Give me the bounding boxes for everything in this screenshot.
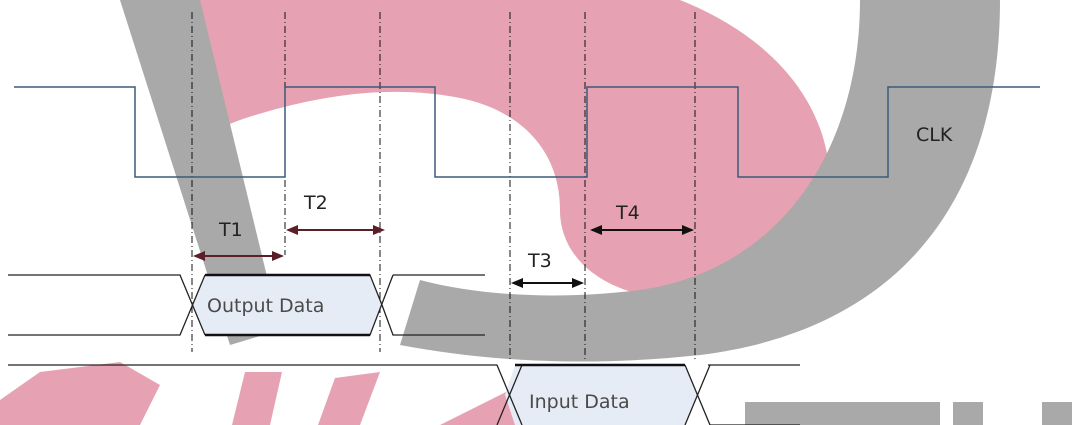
reference-lines — [191, 12, 696, 362]
input-data-bus: Input Data — [8, 363, 800, 425]
watermark-gray-arc — [400, 0, 1000, 362]
watermark-red-lower-mid — [232, 372, 282, 425]
watermark-red-lower-left — [0, 362, 160, 425]
watermark-gray-bar-2 — [953, 402, 983, 425]
watermark-gray-bar-3 — [1042, 402, 1072, 425]
output-data-label: Output Data — [207, 295, 324, 317]
clock-label: CLK — [916, 124, 953, 146]
t3-label: T3 — [527, 250, 552, 272]
watermark-red-lower-mid2 — [318, 372, 380, 425]
output-data-bus: Output Data — [8, 273, 485, 337]
t1-label: T1 — [218, 219, 243, 241]
timing-arrows: T1 T2 T3 T4 — [193, 192, 694, 288]
input-data-valid-region — [505, 365, 697, 425]
output-data-bold-edges — [205, 273, 370, 337]
clock-waveform — [14, 86, 1040, 178]
input-data-label: Input Data — [529, 391, 630, 413]
t4-label: T4 — [615, 202, 640, 224]
output-data-valid-region — [193, 275, 382, 335]
watermark-gray-bar-1 — [745, 402, 940, 425]
input-data-cross-lines — [496, 364, 800, 425]
t2-label: T2 — [303, 192, 328, 214]
